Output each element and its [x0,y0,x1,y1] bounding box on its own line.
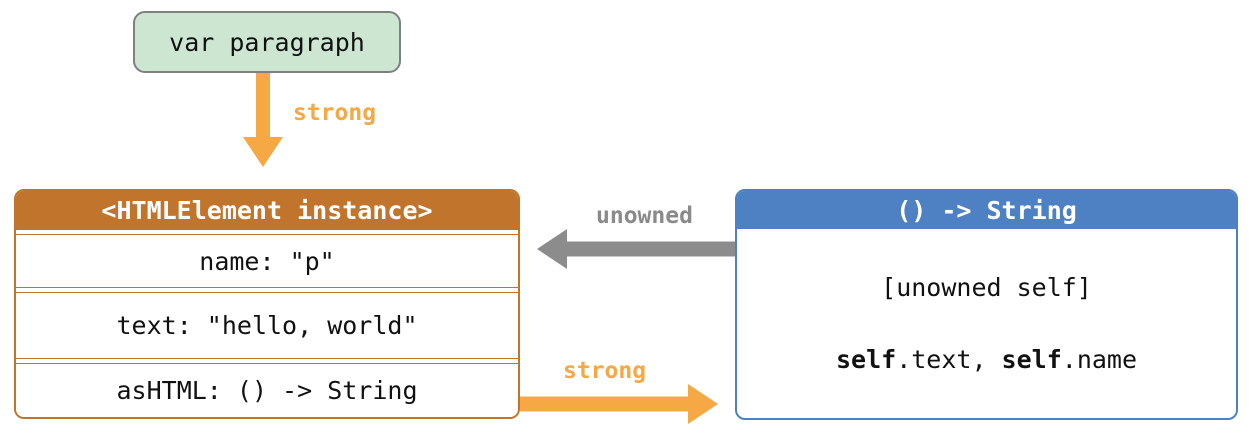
table-row-name: name: "p" [16,235,518,287]
code-self-2: self [1001,345,1062,374]
unowned-arrow-left-icon [537,229,735,269]
closure-header: () -> String [737,191,1236,229]
closure-body: [unowned self] self.text, self.name [737,229,1236,418]
strong-arrow-down-icon [243,73,283,167]
strong-label-bottom: strong [563,358,647,384]
table-divider [16,358,518,364]
closure-code-line: self.text, self.name [836,345,1137,374]
table-row-text: text: "hello, world" [16,293,518,358]
table-header: <HTMLElement instance> [16,191,518,229]
strong-arrow-right-icon [520,384,718,424]
closure-box: () -> String [unowned self] self.text, s… [735,189,1238,420]
strong-label-top: strong [293,100,377,126]
code-self-1: self [835,345,897,374]
variable-box: var paragraph [133,11,401,73]
variable-box-label: var paragraph [169,27,365,57]
code-name-prop: .name [1061,345,1138,374]
html-element-instance-table: <HTMLElement instance> name: "p" text: "… [14,189,520,419]
code-text-prop: .text, [896,345,1002,374]
table-divider [16,287,518,293]
unowned-label: unowned [596,203,693,229]
table-divider [16,229,518,235]
capture-list-line: [unowned self] [881,273,1092,302]
table-row-ashtml: asHTML: () -> String [16,364,518,417]
